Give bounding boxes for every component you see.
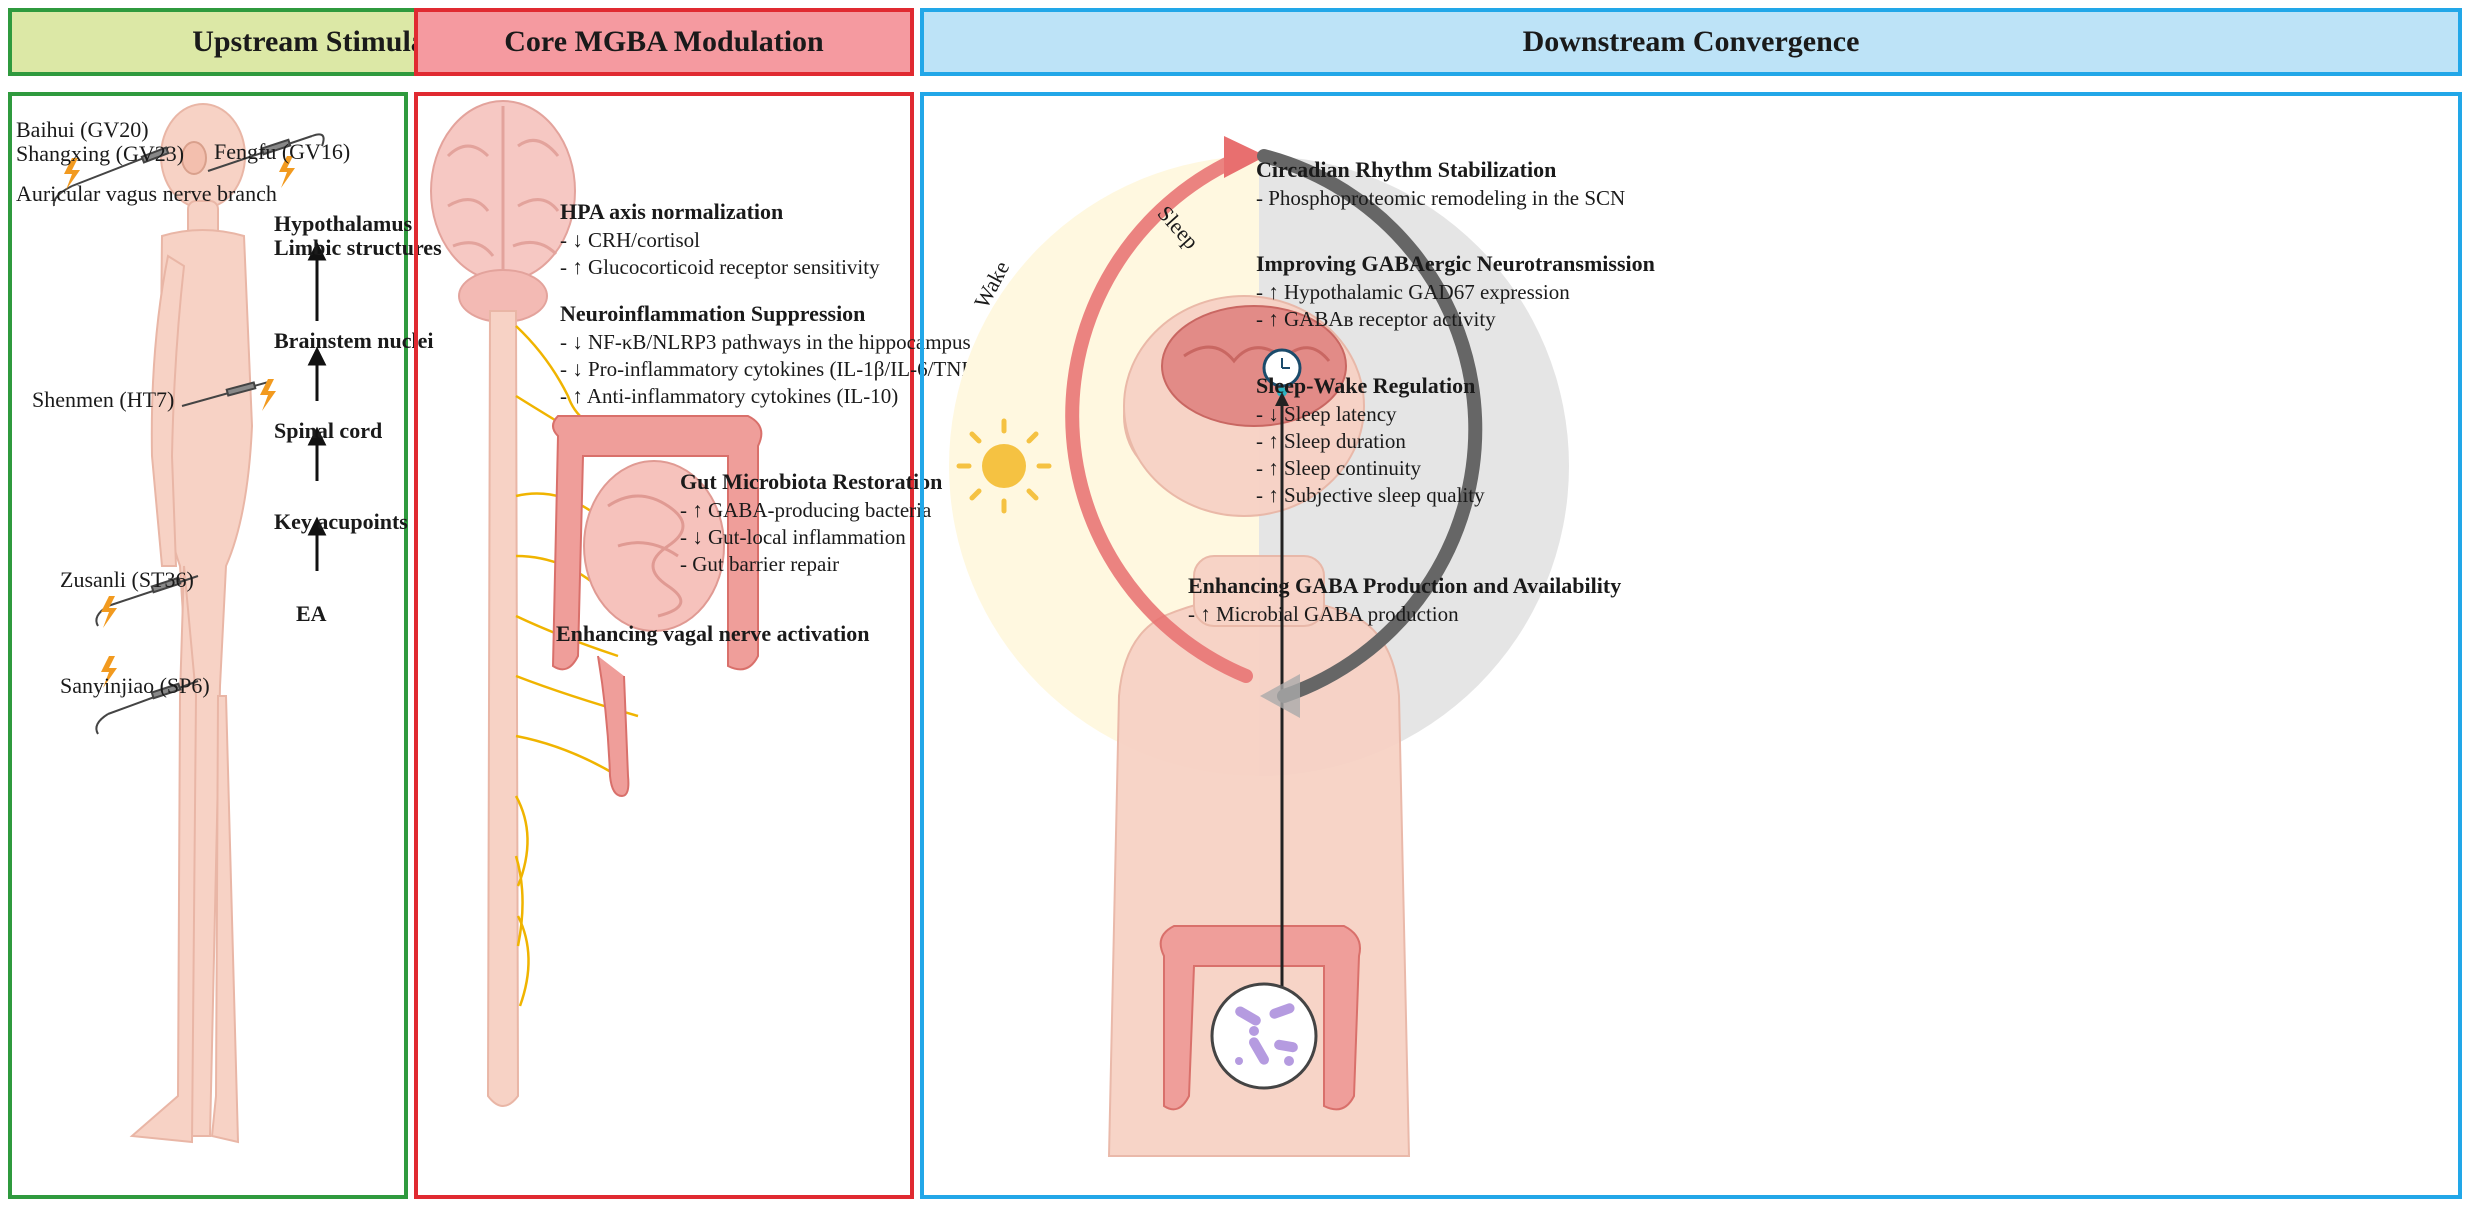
neuro-title: Neuroinflammation Suppression xyxy=(560,301,866,326)
label-key-acupoints: Key acupoints xyxy=(274,509,408,534)
gaba-production-item: - ↑ Microbial GABA production xyxy=(1188,601,1459,626)
label-hypothalamus: Hypothalamus xyxy=(274,211,413,236)
sleepwake-item: - ↑ Sleep continuity xyxy=(1256,456,1422,481)
gabaergic-title: Improving GABAergic Neurotransmission xyxy=(1256,251,1655,276)
label-fengfu: Fengfu (GV16) xyxy=(214,139,351,164)
block-sleepwake: Sleep-Wake Regulation - ↓ Sleep latency … xyxy=(1256,372,1485,510)
label-shangxing: Shangxing (GV23) xyxy=(16,141,185,166)
spinal-cord-icon xyxy=(486,310,520,1107)
human-body-illustration xyxy=(52,103,327,1144)
pathway-arrows xyxy=(307,241,327,571)
header-core: Core MGBA Modulation xyxy=(414,8,914,76)
lightning-icon xyxy=(64,156,295,688)
neuro-item: - ↑ Anti-inflammatory cytokines (IL-10) xyxy=(560,384,899,409)
hpa-item: - ↑ Glucocorticoid receptor sensitivity xyxy=(560,254,880,279)
sleep-wake-illustration xyxy=(949,136,1569,1157)
block-gaba-production: Enhancing GABA Production and Availabili… xyxy=(1188,572,1621,628)
sleepwake-item: - ↑ Sleep duration xyxy=(1256,428,1406,453)
circadian-title: Circadian Rhythm Stabilization xyxy=(1256,157,1557,182)
label-shenmen: Shenmen (HT7) xyxy=(32,387,175,412)
sun-icon xyxy=(956,418,1052,514)
label-limbic: Limbic structures xyxy=(274,235,442,260)
block-circadian: Circadian Rhythm Stabilization - Phospho… xyxy=(1256,156,1625,212)
label-ea: EA xyxy=(296,601,327,626)
gut-item: - ↓ Gut-local inflammation xyxy=(680,524,906,549)
header-downstream: Downstream Convergence xyxy=(920,8,2462,76)
header-downstream-label: Downstream Convergence xyxy=(1522,25,1860,58)
brain-icon xyxy=(1161,305,1347,427)
sleepwake-item: - ↑ Subjective sleep quality xyxy=(1256,483,1485,508)
microbe-icon xyxy=(1210,982,1318,1090)
block-hpa: HPA axis normalization - ↓ CRH/cortisol … xyxy=(560,198,880,281)
header-core-label: Core MGBA Modulation xyxy=(504,25,824,58)
sleepwake-title: Sleep-Wake Regulation xyxy=(1256,373,1476,398)
label-zusanli: Zusanli (ST36) xyxy=(60,567,194,592)
brain-icon xyxy=(430,100,576,323)
gut-item: - ↑ GABA-producing bacteria xyxy=(680,497,932,522)
intestine-icon xyxy=(551,415,763,798)
circadian-item: - Phosphoproteomic remodeling in the SCN xyxy=(1256,185,1626,210)
gabaergic-item: - ↑ Hypothalamic GAD67 expression xyxy=(1256,279,1570,304)
needle-icon xyxy=(52,133,325,735)
clock-icon xyxy=(1262,348,1302,397)
label-auricular: Auricular vagus nerve branch xyxy=(16,181,277,206)
sleepwake-item: - ↓ Sleep latency xyxy=(1256,401,1397,426)
neuro-item: - ↓ NF-κB/NLRP3 pathways in the hippocam… xyxy=(560,329,971,354)
hpa-item: - ↓ CRH/cortisol xyxy=(560,227,700,252)
neuro-item: - ↓ Pro-inflammatory cytokines (IL-1β/IL… xyxy=(560,356,999,381)
wake-arc xyxy=(1065,149,1253,683)
gut-item: - Gut barrier repair xyxy=(680,552,840,577)
block-gabaergic: Improving GABAergic Neurotransmission - … xyxy=(1256,250,1655,333)
intestine-icon xyxy=(1159,925,1361,1111)
gaba-production-title: Enhancing GABA Production and Availabili… xyxy=(1188,573,1622,598)
block-neuro: Neuroinflammation Suppression - ↓ NF-κB/… xyxy=(560,300,998,410)
gut-title: Gut Microbiota Restoration xyxy=(680,469,943,494)
panel-downstream xyxy=(920,92,2462,1199)
brain-gut-illustration xyxy=(430,100,763,1107)
sleep-arrow-icon xyxy=(1260,674,1300,718)
panel-upstream xyxy=(8,92,408,1199)
wake-arrow-icon xyxy=(1224,136,1266,178)
panel-core xyxy=(414,92,914,1199)
sleep-arc xyxy=(1257,149,1483,703)
hpa-title: HPA axis normalization xyxy=(560,199,784,224)
block-gut: Gut Microbiota Restoration - ↑ GABA-prod… xyxy=(680,468,942,578)
gabaergic-item: - ↑ GABAʙ receptor activity xyxy=(1256,306,1496,331)
label-spinal: Spinal cord xyxy=(274,418,383,443)
label-vagal: Enhancing vagal nerve activation xyxy=(556,621,870,646)
label-baihui: Baihui (GV20) xyxy=(16,117,149,142)
label-sanyinjiao: Sanyinjiao (SP6) xyxy=(60,673,210,698)
label-brainstem: Brainstem nuclei xyxy=(274,328,434,353)
ear-icon xyxy=(181,141,207,175)
